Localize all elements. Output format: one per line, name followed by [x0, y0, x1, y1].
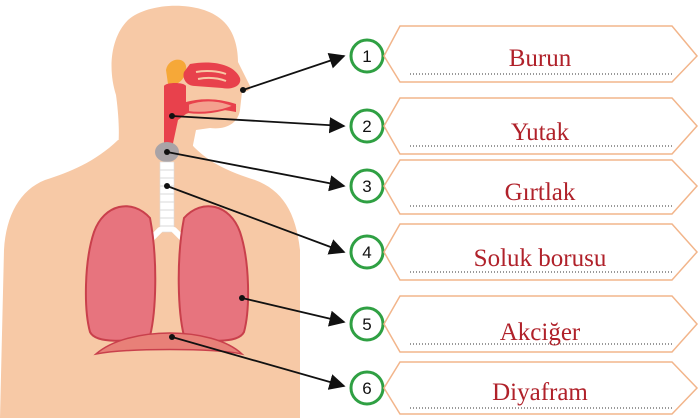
label-akciger: Akciğer — [500, 319, 581, 346]
label-box-6: Diyafram — [384, 362, 697, 414]
label-yutak: Yutak — [511, 119, 570, 146]
number-circle-6: 6 — [351, 372, 383, 404]
label-box-3: Gırtlak — [384, 160, 697, 214]
number-circle-3: 3 — [351, 170, 383, 202]
arrow-icon — [243, 56, 344, 90]
number-6: 6 — [362, 379, 371, 398]
number-4: 4 — [362, 243, 371, 262]
label-box-2: Yutak — [384, 98, 697, 154]
arrow-anchor-dot — [164, 183, 170, 189]
label-girtlak: Gırtlak — [505, 179, 576, 206]
human-torso-illustration — [0, 6, 300, 418]
number-2: 2 — [362, 117, 371, 136]
number-3: 3 — [362, 177, 371, 196]
label-box-4: Soluk borusu — [384, 224, 697, 280]
number-1: 1 — [362, 47, 371, 66]
number-circle-4: 4 — [351, 236, 383, 268]
arrow-anchor-dot — [240, 87, 246, 93]
arrow-anchor-dot — [164, 149, 170, 155]
number-circles: 1 2 3 4 5 6 — [351, 40, 383, 404]
label-diyafram: Diyafram — [492, 379, 588, 406]
number-circle-5: 5 — [351, 308, 383, 340]
label-box-5: Akciğer — [384, 296, 697, 352]
label-burun: Burun — [509, 45, 572, 72]
lung-right — [179, 206, 248, 341]
number-circle-1: 1 — [351, 40, 383, 72]
arrow-anchor-dot — [239, 295, 245, 301]
arrow-anchor-dot — [169, 113, 175, 119]
lung-left — [86, 206, 155, 341]
label-box-1: Burun — [384, 26, 697, 82]
number-circle-2: 2 — [351, 110, 383, 142]
label-boxes: Burun Yutak Gırtlak Soluk borusu Akciğer… — [384, 26, 697, 414]
number-5: 5 — [362, 315, 371, 334]
label-soluk-borusu: Soluk borusu — [474, 245, 607, 272]
arrow-anchor-dot — [169, 334, 175, 340]
